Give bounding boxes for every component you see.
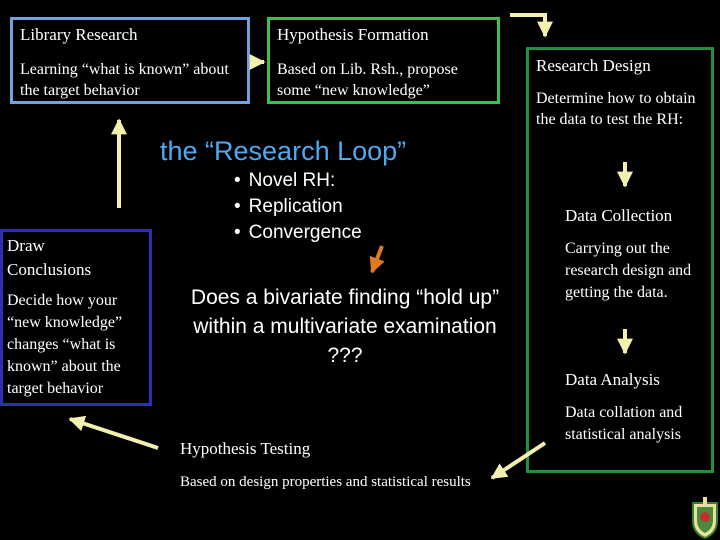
hypothesis-formation-box <box>267 17 500 104</box>
arrow-hypothesis-to-design <box>510 13 553 38</box>
arrow-analysis-to-testing <box>490 441 547 480</box>
data-collection-title: Data Collection <box>565 206 673 225</box>
draw-conclusions-box <box>0 229 152 406</box>
hypothesis-formation-body: Based on Lib. Rsh., propose some “new kn… <box>277 61 458 99</box>
arrow-convergence-to-question <box>369 245 385 274</box>
draw-conclusions-body: Decide how your “new knowledge” changes … <box>7 292 123 397</box>
hypothesis-formation-title: Hypothesis Formation <box>277 25 429 44</box>
data-analysis-title: Data Analysis <box>565 370 660 389</box>
data-collection-body: Carrying out the research design and get… <box>565 240 692 301</box>
hypothesis-testing-body: Based on design properties and statistic… <box>180 474 471 490</box>
research-design-box <box>526 47 714 473</box>
draw-conclusions-title: Draw Conclusions <box>7 236 92 279</box>
library-research-box <box>10 17 250 104</box>
loop-bullet-list: Novel RH: Replication Convergence <box>234 168 362 246</box>
research-design-title: Research Design <box>536 56 651 75</box>
library-research-title: Library Research <box>20 25 138 44</box>
hypothesis-testing-title: Hypothesis Testing <box>180 439 311 458</box>
bullet-convergence: Convergence <box>234 220 362 246</box>
bivariate-question: Does a bivariate finding “hold up” withi… <box>190 286 500 367</box>
bullet-replication: Replication <box>234 194 362 220</box>
research-design-body: Determine how to obtain the data to test… <box>536 90 696 128</box>
data-analysis-body: Data collation and statistical analysis <box>565 404 683 443</box>
arrow-testing-to-conclusions <box>68 415 159 450</box>
research-loop-title: the “Research Loop” <box>160 136 407 166</box>
bullet-novel-rh: Novel RH: <box>234 168 362 194</box>
crest-icon <box>692 497 718 540</box>
library-research-body: Learning “what is known” about the targe… <box>20 61 229 99</box>
